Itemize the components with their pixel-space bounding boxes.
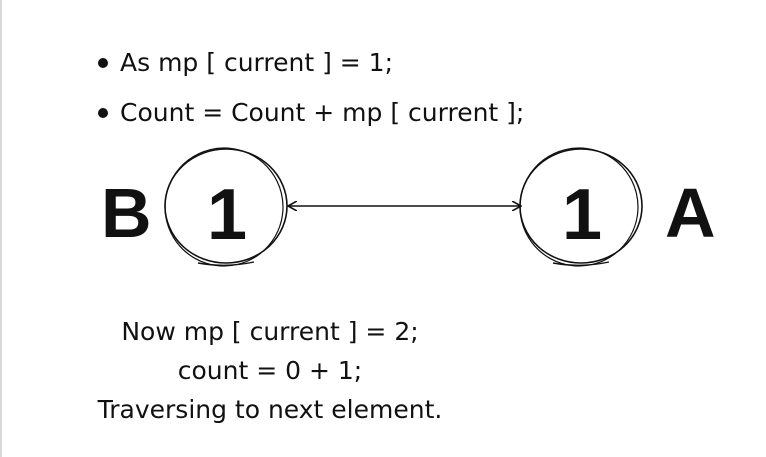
bullet-item: As mp [ current ] = 1;	[96, 38, 524, 88]
note-line: Now mp [ current ] = 2;	[121, 317, 419, 346]
node-label-b: B	[101, 174, 152, 252]
bullet-dot-icon	[98, 58, 108, 68]
notes-block: Now mp [ current ] = 2; count = 0 + 1; T…	[80, 312, 460, 429]
note-line: count = 0 + 1;	[177, 356, 363, 385]
bullet-text: As mp [ current ] = 1;	[120, 48, 393, 77]
node-value-b: 1	[207, 175, 247, 255]
node-value-a: 1	[562, 175, 602, 255]
bullet-text: Count = Count + mp [ current ];	[120, 98, 525, 127]
bullet-list: As mp [ current ] = 1; Count = Count + m…	[96, 38, 524, 138]
note-line: Traversing to next element.	[97, 395, 443, 424]
left-border	[0, 0, 2, 457]
bullet-item: Count = Count + mp [ current ];	[96, 88, 524, 138]
node-label-a: A	[665, 174, 716, 252]
bullet-dot-icon	[98, 108, 108, 118]
